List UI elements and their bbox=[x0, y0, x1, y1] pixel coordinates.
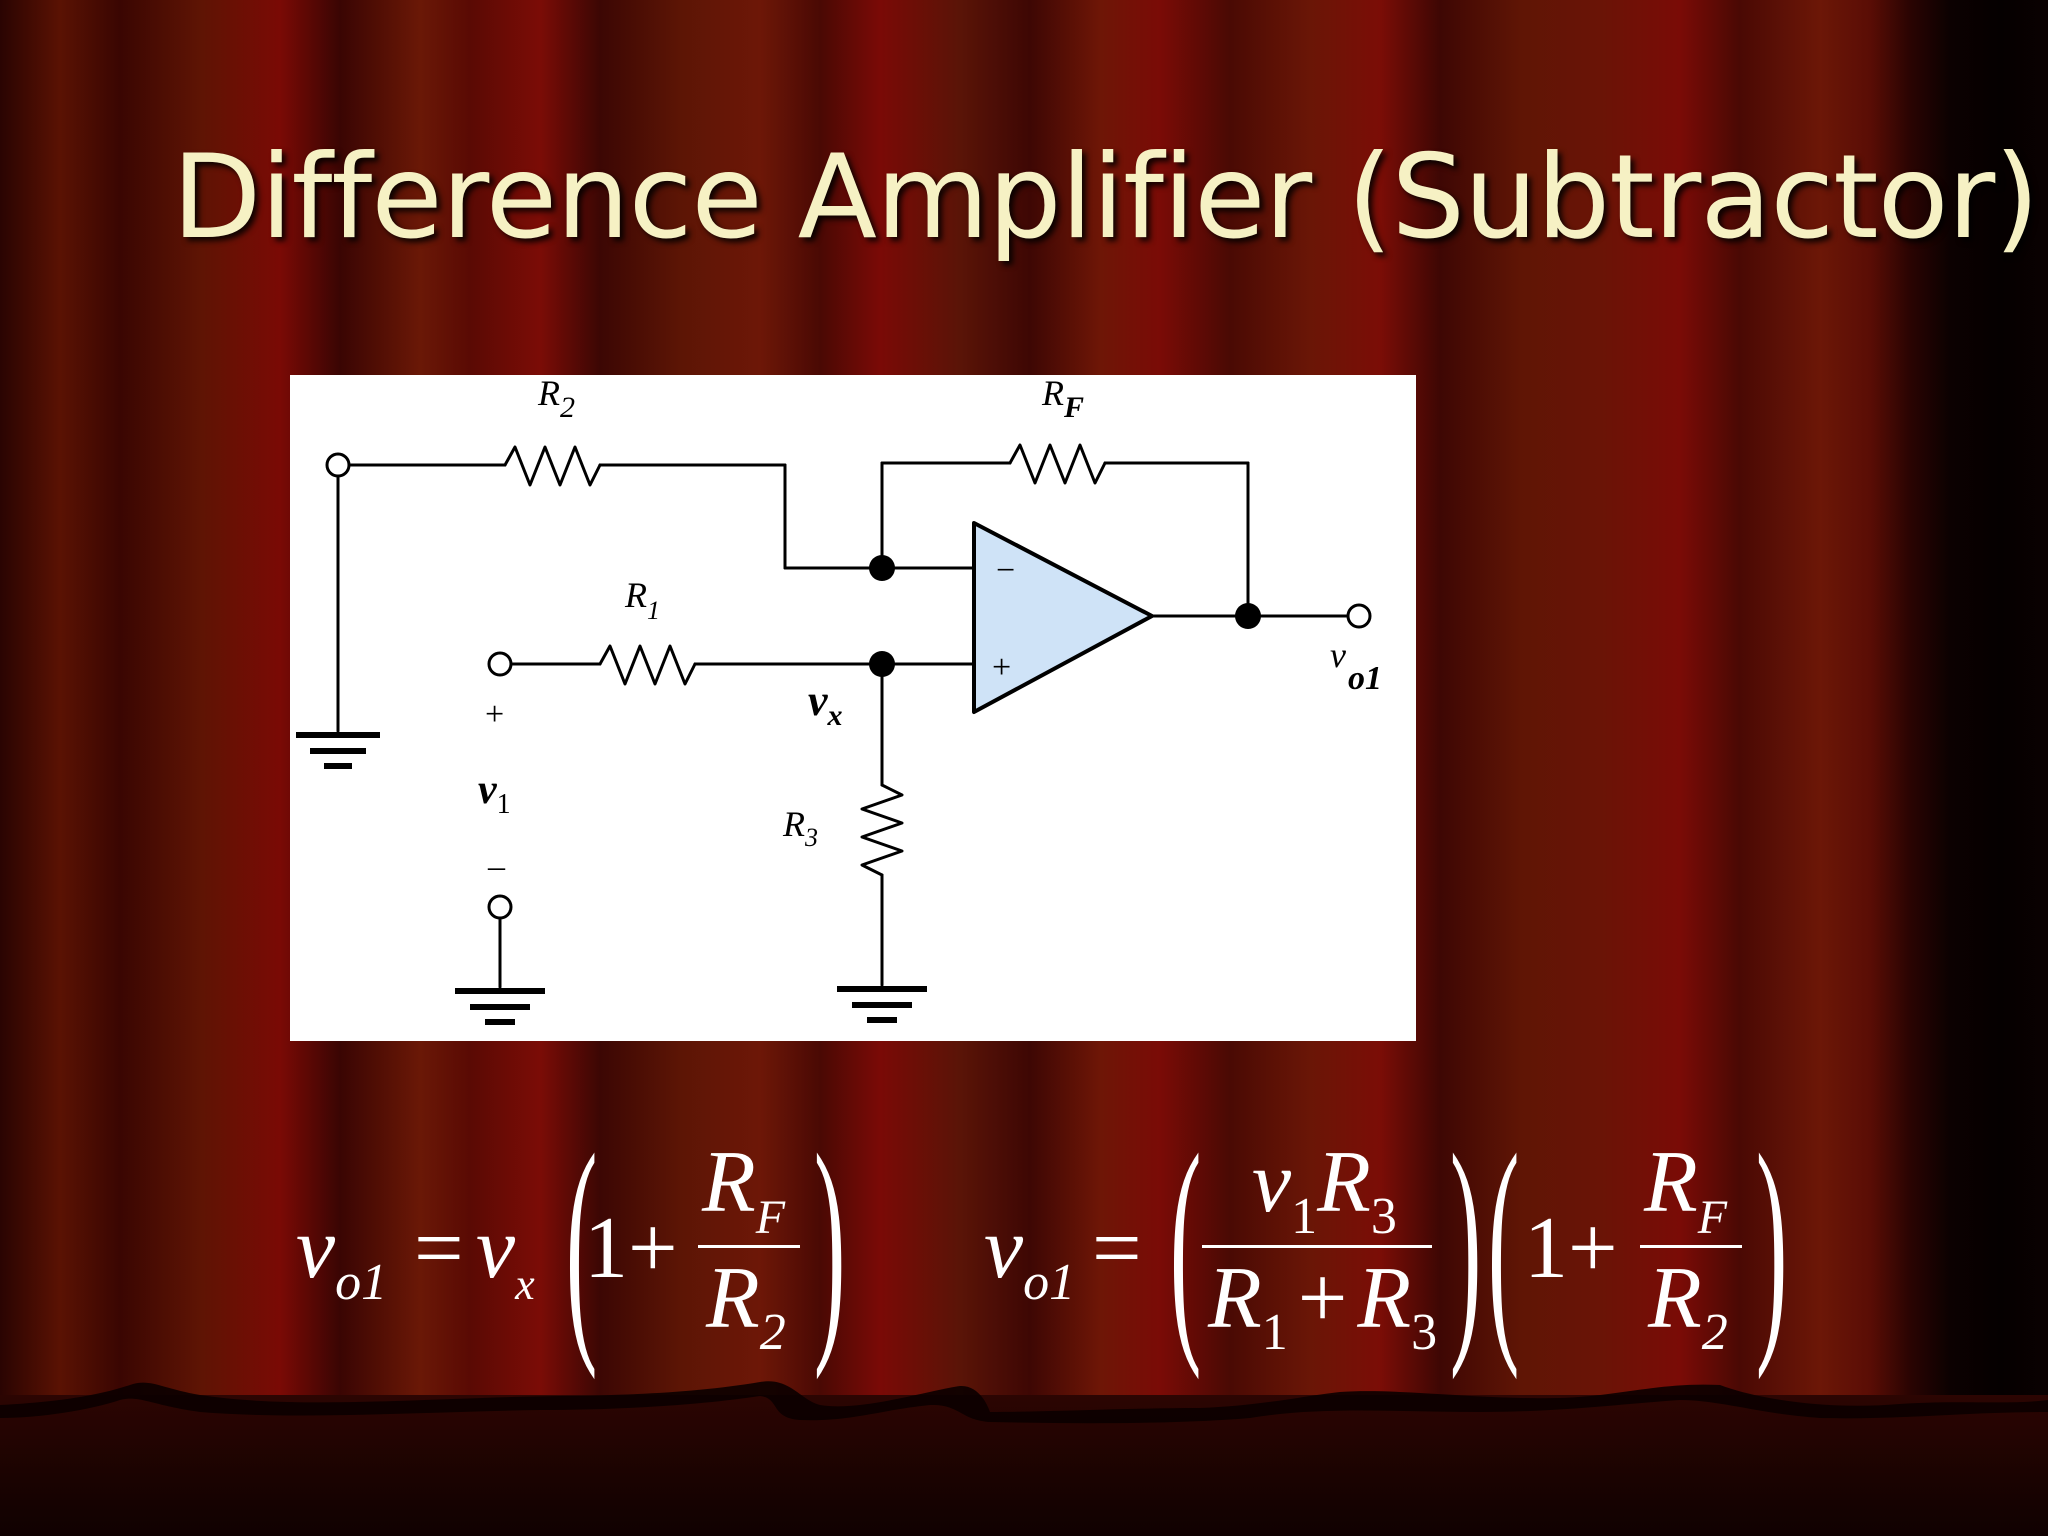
terminal-v1-minus bbox=[487, 894, 513, 920]
eq-right-den2: R2 bbox=[1648, 1250, 1728, 1361]
label-vx: vx bbox=[808, 676, 843, 732]
opamp-minus-sign: − bbox=[996, 552, 1015, 589]
label-r1: R1 bbox=[624, 575, 660, 625]
label-r2: R2 bbox=[537, 375, 575, 424]
eq-right-lhs: vo1 bbox=[984, 1200, 1076, 1311]
eq-left-equals: = bbox=[414, 1200, 464, 1297]
eq-right-num1: v1R3 bbox=[1252, 1134, 1397, 1245]
terminal-left bbox=[325, 452, 351, 478]
eq-left-close-paren: ) bbox=[813, 1104, 846, 1381]
junction-output bbox=[1235, 603, 1261, 629]
slide-title: Difference Amplifier (Subtractor) bbox=[172, 130, 2040, 265]
eq-left-one-plus: 1+ bbox=[584, 1200, 678, 1297]
resistor-rf bbox=[1008, 443, 1107, 485]
circuit-diagram: R2 RF R1 R3 vx v1 + – vo1 − + bbox=[290, 375, 1416, 1041]
ground-v1 bbox=[455, 988, 545, 1025]
label-vo1: vo1 bbox=[1330, 635, 1382, 697]
label-v1: v1 bbox=[478, 767, 511, 820]
terminal-v1-plus bbox=[487, 651, 513, 677]
label-rf: RF bbox=[1041, 375, 1084, 424]
eq-right-fraction-bar-1 bbox=[1202, 1245, 1432, 1248]
ground-r3 bbox=[837, 986, 927, 1023]
label-v1-plus: + bbox=[485, 696, 504, 733]
circuit-schematic: R2 RF R1 R3 vx v1 + – vo1 − + bbox=[296, 375, 1382, 1025]
eq-right-close-paren-1: ) bbox=[1449, 1104, 1482, 1381]
eq-left-num: RF bbox=[702, 1134, 786, 1244]
terminal-output bbox=[1346, 603, 1372, 629]
label-r3: R3 bbox=[782, 804, 818, 852]
eq-left-lhs: vo1 bbox=[296, 1200, 388, 1311]
equation-right: vo1 = ( v1R3 R1+R3 ) ( 1+ RF R2 ) bbox=[984, 1104, 1787, 1381]
junction-noninverting bbox=[869, 651, 895, 677]
equation-left: vo1 = vx ( 1+ RF R2 ) bbox=[296, 1104, 856, 1381]
eq-left-vx: vx bbox=[476, 1200, 535, 1309]
resistor-r1 bbox=[598, 644, 697, 686]
eq-left-open-paren: ( bbox=[565, 1104, 598, 1381]
ground-left bbox=[296, 732, 380, 769]
eq-right-den1: R1+R3 bbox=[1208, 1250, 1438, 1361]
eq-right-num2: RF bbox=[1644, 1134, 1728, 1244]
resistor-r2 bbox=[503, 445, 602, 487]
opamp-triangle bbox=[972, 521, 1154, 714]
eq-right-open-paren-1: ( bbox=[1169, 1104, 1202, 1381]
eq-right-equals: = bbox=[1092, 1200, 1142, 1297]
eq-right-fraction-bar-2 bbox=[1640, 1245, 1742, 1248]
eq-right-close-paren-2: ) bbox=[1755, 1104, 1788, 1381]
opamp-plus-sign: + bbox=[992, 649, 1011, 686]
resistor-r3 bbox=[860, 783, 904, 877]
eq-right-open-paren-2: ( bbox=[1487, 1104, 1520, 1381]
eq-left-den: R2 bbox=[706, 1250, 786, 1361]
label-v1-minus: – bbox=[487, 848, 506, 885]
junction-inverting bbox=[869, 555, 895, 581]
eq-left-fraction-bar bbox=[698, 1245, 800, 1248]
eq-right-one-plus: 1+ bbox=[1524, 1200, 1618, 1297]
